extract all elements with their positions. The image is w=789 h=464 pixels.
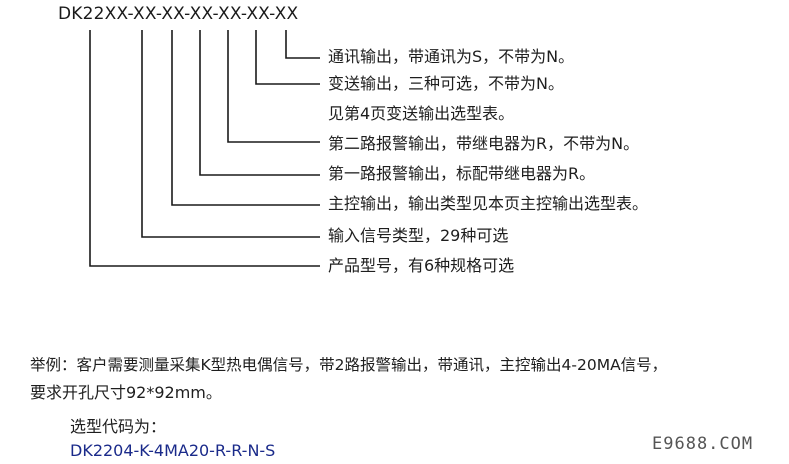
bracket-line-5 (171, 30, 320, 206)
example-line-2: 要求开孔尺寸92*92mm。 (30, 383, 222, 402)
desc-alarm-2: 第二路报警输出，带继电器为R，不带为N。 (328, 134, 640, 153)
bracket-line-6 (141, 30, 320, 238)
bracket-line-4 (199, 30, 320, 176)
bracket-line-3 (227, 30, 320, 143)
bracket-line-2 (255, 30, 320, 85)
desc-alarm-1: 第一路报警输出，标配带继电器为R。 (328, 164, 596, 183)
watermark: E9688.COM (652, 434, 754, 454)
bracket-lines (89, 30, 320, 267)
desc-transmission-note: 见第4页变送输出选型表。 (328, 104, 515, 123)
desc-main-control: 主控输出，输出类型见本页主控输出选型表。 (328, 194, 649, 213)
selection-code: DK2204-K-4MA20-R-R-N-S (70, 441, 276, 460)
selection-label: 选型代码为： (70, 417, 167, 436)
desc-transmission: 变送输出，三种可选，不带为N。 (328, 74, 564, 93)
model-code: DK22XX-XX-XX-XX-XX-XX-XX (58, 4, 299, 24)
bracket-line-1 (285, 30, 320, 59)
example-line-1: 举例：客户需要测量采集K型热电偶信号，带2路报警输出，带通讯，主控输出4-20M… (30, 356, 668, 374)
desc-communication: 通讯输出，带通讯为S，不带为N。 (328, 47, 575, 66)
bracket-line-7 (89, 30, 320, 267)
desc-product-model: 产品型号，有6种规格可选 (328, 256, 515, 275)
desc-input-signal: 输入信号类型，29种可选 (328, 226, 509, 245)
